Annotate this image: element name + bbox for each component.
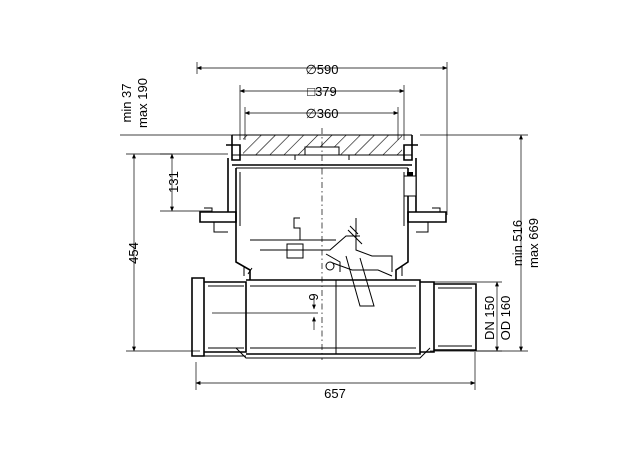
length-657-label: 657: [324, 386, 346, 401]
dim-total-height: min 516 max 669: [420, 134, 541, 352]
adjust-max-label: max 190: [135, 78, 150, 128]
dn-label: DN 150: [482, 296, 497, 340]
dim-length: 657: [195, 352, 476, 401]
adjust-min-label: min 37: [119, 83, 134, 122]
grate-diameter-label: ∅360: [305, 106, 338, 121]
dim-adjust-range: min 37 max 190: [119, 78, 240, 136]
od-label: OD 160: [498, 296, 513, 341]
upper-housing: [199, 158, 447, 233]
grate-cover: [226, 134, 418, 161]
dim-frame-square: □379: [239, 84, 405, 140]
dim-131: 131: [160, 153, 228, 212]
dim-454: 454: [126, 153, 200, 352]
trap-assembly: [235, 217, 409, 307]
cover-diameter-label: ∅590: [305, 62, 338, 77]
pipe-body: [191, 277, 477, 359]
offset-9-label: 9: [306, 293, 321, 300]
depth-131-label: 131: [166, 171, 181, 193]
dim-pipe: DN 150 OD 160: [430, 281, 513, 352]
frame-square-label: □379: [307, 84, 337, 99]
dim-cover-diameter: ∅590: [196, 62, 448, 215]
height-454-label: 454: [126, 242, 141, 264]
dim-offset-9: 9: [212, 293, 321, 330]
total-max-label: max 669: [526, 218, 541, 268]
total-min-label: min 516: [510, 220, 525, 266]
